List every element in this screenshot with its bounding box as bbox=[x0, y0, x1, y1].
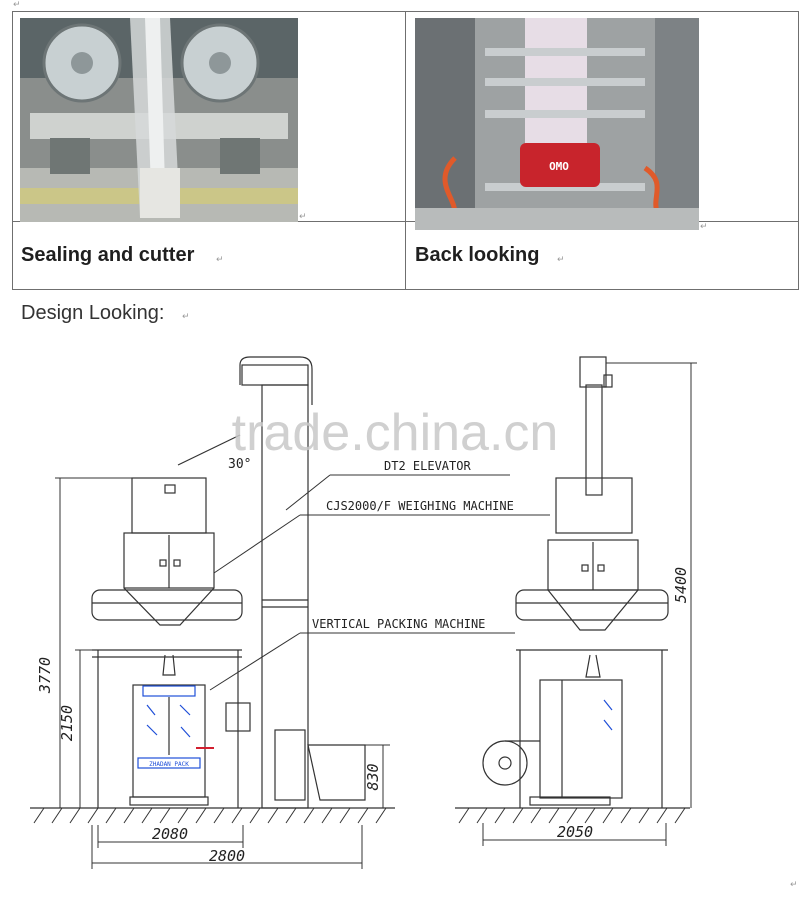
dim-side-height: 5400 bbox=[672, 567, 690, 603]
dim-hopper-height: 830 bbox=[364, 763, 382, 790]
photo-cell-sealing: ↵ bbox=[12, 11, 406, 222]
caption-cell-back: Back looking ↵ bbox=[405, 221, 799, 290]
brand-plate-text: ZHADAN PACK bbox=[149, 761, 189, 768]
label-elevator: DT2 ELEVATOR bbox=[384, 459, 471, 473]
weighing-machine-front bbox=[123, 477, 215, 626]
front-hopper bbox=[307, 744, 366, 801]
sealing-cutter-photo bbox=[20, 18, 298, 222]
label-weighing-machine: CJS2000/F WEIGHING MACHINE bbox=[326, 499, 514, 513]
dim-packer-height: 2150 bbox=[58, 705, 76, 741]
photo-cell-back: OMO ↵ bbox=[405, 11, 799, 232]
weighing-machine-side bbox=[547, 477, 639, 631]
dim-overall-height: 3770 bbox=[36, 657, 54, 694]
photo-brand-text: OMO bbox=[549, 160, 569, 173]
watermark-text: trade.china.cn bbox=[232, 404, 559, 462]
packing-machine-front: ZHADAN PACK bbox=[129, 654, 251, 806]
dim-side-width: 2050 bbox=[557, 823, 593, 841]
caption-back-looking: Back looking bbox=[415, 244, 540, 266]
elevator-column bbox=[177, 356, 313, 809]
photo-table: ↵ OMO ↵ Sealing and cutte bbox=[12, 11, 799, 290]
platform-frame-side bbox=[515, 589, 669, 808]
paragraph-mark: ↵ bbox=[13, 0, 21, 10]
dim-width-total: 2800 bbox=[209, 847, 245, 865]
side-dimensions bbox=[482, 362, 697, 846]
caption-sealing-cutter: Sealing and cutter bbox=[21, 244, 195, 266]
label-packing-machine: VERTICAL PACKING MACHINE bbox=[312, 617, 485, 631]
paragraph-mark: ↵ bbox=[790, 880, 798, 890]
packing-machine-side bbox=[482, 654, 623, 806]
ground-hatch bbox=[33, 807, 686, 824]
section-heading: Design Looking: bbox=[21, 302, 165, 324]
label-angle: 30° bbox=[228, 457, 251, 472]
leader-lines bbox=[209, 474, 550, 691]
elevator-side bbox=[579, 356, 613, 496]
paragraph-mark: ↵ bbox=[182, 312, 190, 322]
design-drawing: ZHADAN PACK bbox=[30, 356, 697, 869]
caption-cell-sealing: Sealing and cutter ↵ bbox=[12, 221, 406, 290]
back-looking-photo: OMO bbox=[415, 18, 699, 230]
dim-width-base: 2080 bbox=[152, 825, 188, 843]
paragraph-mark: ↵ bbox=[216, 255, 224, 265]
platform-frame-front bbox=[91, 589, 243, 808]
front-dimensions bbox=[55, 477, 390, 869]
paragraph-mark: ↵ bbox=[557, 255, 565, 265]
paragraph-mark: ↵ bbox=[299, 212, 307, 222]
